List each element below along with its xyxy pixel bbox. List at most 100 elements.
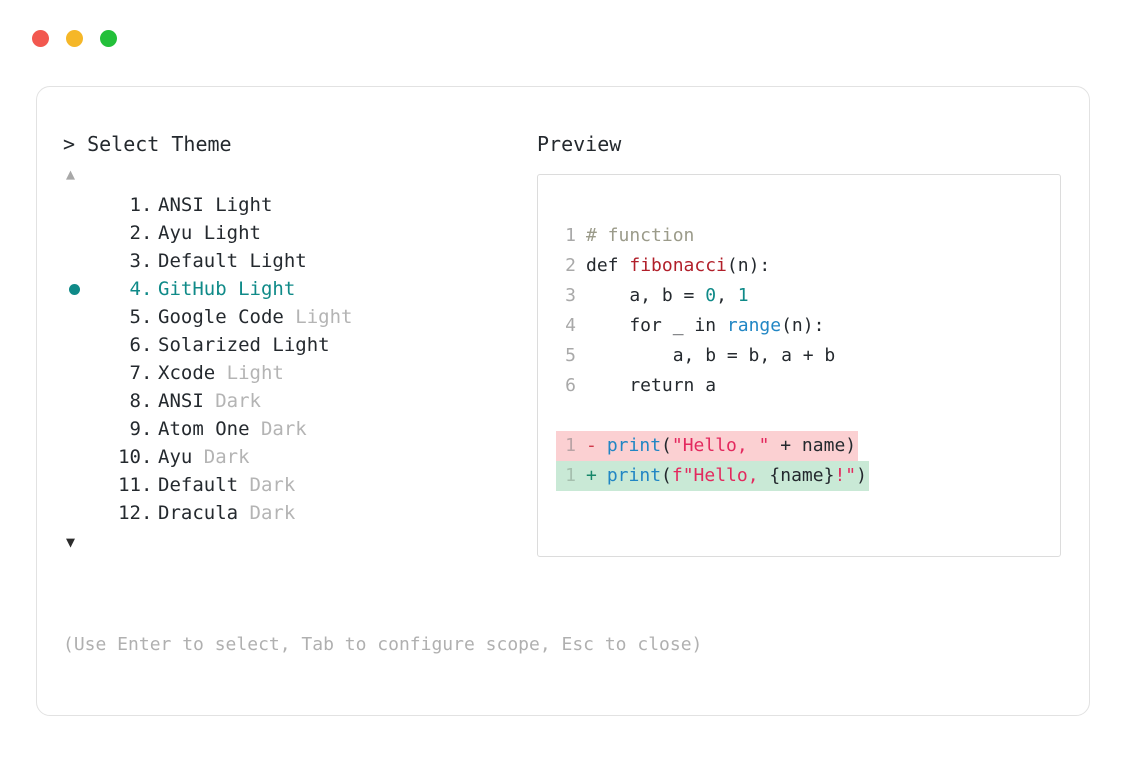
line-number: 6 — [565, 375, 576, 396]
code-token: 1 — [737, 285, 749, 306]
minimize-window-button[interactable] — [66, 30, 83, 47]
theme-list-item[interactable]: 5. Google Code Light — [63, 303, 533, 331]
theme-index-separator: . — [141, 194, 164, 216]
code-content: a, b = b, a + b — [586, 341, 836, 371]
theme-list-item[interactable]: 12. Dracula Dark — [63, 499, 533, 527]
code-token: !" — [834, 465, 857, 486]
code-line: 1 # function — [538, 221, 1060, 251]
code-token: print — [606, 435, 662, 456]
theme-list-item[interactable]: 4. GitHub Light — [63, 275, 533, 303]
scroll-down-indicator-icon[interactable]: ▼ — [66, 533, 76, 551]
theme-index: 1 — [129, 194, 141, 216]
code-line: 5 a, b = b, a + b — [538, 341, 1060, 371]
selection-bullet-cell — [63, 283, 95, 295]
diff-minus-sign: - — [586, 435, 597, 456]
line-number: 1 — [565, 225, 576, 246]
theme-index: 9 — [129, 418, 141, 440]
close-window-button[interactable] — [32, 30, 49, 47]
code-token: , — [716, 285, 738, 306]
code-content: return a — [586, 371, 716, 401]
theme-name: Ayu — [158, 222, 204, 244]
code-token: for _ in — [586, 315, 727, 336]
theme-list-item[interactable]: 7. Xcode Light — [63, 359, 533, 387]
code-token: ( — [661, 465, 672, 486]
theme-index: 5 — [129, 306, 141, 328]
code-content: # function — [586, 221, 694, 251]
code-token: print — [606, 465, 662, 486]
theme-list-item[interactable]: 9. Atom One Dark — [63, 415, 533, 443]
diff-block: 1-print("Hello, " + name)1+print(f"Hello… — [538, 431, 1060, 491]
code-token: 0 — [705, 285, 717, 306]
theme-list-item[interactable]: 1. ANSI Light — [63, 191, 533, 219]
theme-name: Default — [158, 474, 250, 496]
theme-name: Atom One — [158, 418, 261, 440]
theme-variant: Dark — [215, 390, 261, 412]
theme-variant: Light — [272, 334, 330, 356]
code-line: 6 return a — [538, 371, 1060, 401]
code-token: (n): — [781, 315, 825, 336]
code-content: a, b = 0, 1 — [586, 281, 749, 311]
scroll-up-indicator-icon[interactable]: ▲ — [66, 165, 76, 183]
theme-index: 3 — [129, 250, 141, 272]
code-token: a, b = — [586, 285, 706, 306]
theme-name: ANSI — [158, 390, 216, 412]
theme-index-separator: . — [141, 446, 164, 468]
window-controls — [32, 30, 117, 47]
theme-list-item[interactable]: 2. Ayu Light — [63, 219, 533, 247]
line-number: 3 — [565, 285, 576, 306]
code-token: # function — [586, 225, 695, 246]
code-token: {name} — [769, 465, 835, 486]
line-number: 1 — [565, 465, 576, 486]
theme-name: Default — [158, 250, 250, 272]
code-token: range — [726, 315, 782, 336]
theme-index-separator: . — [141, 250, 164, 272]
theme-index-separator: . — [141, 222, 164, 244]
theme-variant: Dark — [260, 418, 307, 440]
maximize-window-button[interactable] — [100, 30, 117, 47]
theme-variant: Light — [249, 250, 307, 272]
theme-index: 7 — [129, 362, 141, 384]
theme-variant: Light — [238, 278, 296, 300]
diff-plus-sign: + — [586, 465, 597, 486]
code-token: "Hello, " — [671, 435, 770, 456]
theme-index-separator: . — [141, 390, 164, 412]
theme-name: Solarized — [158, 334, 273, 356]
theme-index: 2 — [129, 222, 141, 244]
theme-name: Dracula — [158, 502, 250, 524]
theme-variant: Light — [226, 362, 284, 384]
selected-bullet-icon — [69, 283, 80, 295]
code-token: + name) — [769, 435, 857, 456]
page-title: > Select Theme — [63, 132, 232, 156]
theme-name: ANSI — [158, 194, 216, 216]
keyboard-hint: (Use Enter to select, Tab to configure s… — [63, 634, 703, 655]
code-line: 3 a, b = 0, 1 — [538, 281, 1060, 311]
theme-variant: Dark — [249, 474, 296, 496]
theme-index-separator: . — [141, 418, 164, 440]
theme-index: 8 — [129, 390, 141, 412]
theme-list-item[interactable]: 6. Solarized Light — [63, 331, 533, 359]
theme-list-item[interactable]: 11. Default Dark — [63, 471, 533, 499]
diff-added-line: 1 + print(f"Hello, {name}!") — [556, 461, 869, 491]
theme-index-separator: . — [141, 502, 164, 524]
code-content: for _ in range(n): — [586, 311, 824, 341]
theme-index-separator: . — [141, 474, 164, 496]
code-line: 4 for _ in range(n): — [538, 311, 1060, 341]
theme-list-item[interactable]: 10. Ayu Dark — [63, 443, 533, 471]
code-content: def fibonacci(n): — [586, 251, 770, 281]
code-token: f"Hello, — [671, 465, 770, 486]
theme-list-item[interactable]: 8. ANSI Dark — [63, 387, 533, 415]
theme-index: 11 — [118, 474, 141, 496]
theme-list-item[interactable]: 3. Default Light — [63, 247, 533, 275]
code-token: ( — [661, 435, 672, 456]
theme-index-separator: . — [141, 334, 164, 356]
code-token: ) — [856, 465, 867, 486]
theme-variant: Dark — [203, 446, 250, 468]
code-token: fibonacci — [629, 255, 727, 276]
code-content: print("Hello, " + name) — [607, 431, 856, 461]
